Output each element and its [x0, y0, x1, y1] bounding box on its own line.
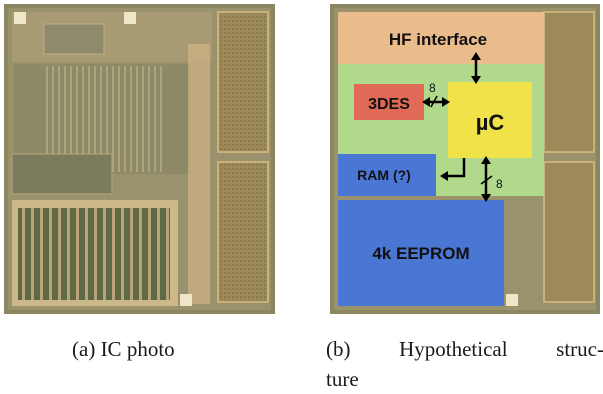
ic-photo-image [4, 4, 275, 314]
panel-a-ic-photo [4, 4, 275, 314]
caption-a-text: IC photo [100, 337, 175, 361]
bus-width-uc-eeprom: 8 [496, 177, 503, 191]
caption-a: (a) IC photo [72, 334, 175, 364]
hf-interface-block [338, 12, 544, 64]
ram-label: RAM (?) [357, 167, 411, 183]
hf-interface-label: HF interface [389, 30, 487, 49]
panel-b-structure: HF interface 3DES µC RAM (?) 4k EEPROM [330, 4, 600, 314]
caption-b: (b) Hypothetical struc- ture [326, 334, 603, 394]
eeprom-block [338, 200, 504, 306]
eeprom-label: 4k EEPROM [372, 244, 469, 263]
uc-block [448, 82, 532, 158]
3des-label: 3DES [368, 96, 410, 113]
caption-b-line2: ture [326, 367, 359, 391]
caption-b-letter: (b) [326, 337, 351, 361]
caption-a-letter: (a) [72, 337, 96, 361]
3des-block [354, 84, 424, 120]
caption-b-word-2: struc- [556, 337, 603, 361]
structure-diagram: HF interface 3DES µC RAM (?) 4k EEPROM [330, 4, 600, 314]
arrow-heads [422, 52, 491, 202]
caption-b-word-1: Hypothetical [399, 337, 508, 361]
bus-width-des-uc: 8 [429, 81, 436, 95]
ram-block [338, 154, 436, 196]
uc-label: µC [476, 110, 505, 135]
